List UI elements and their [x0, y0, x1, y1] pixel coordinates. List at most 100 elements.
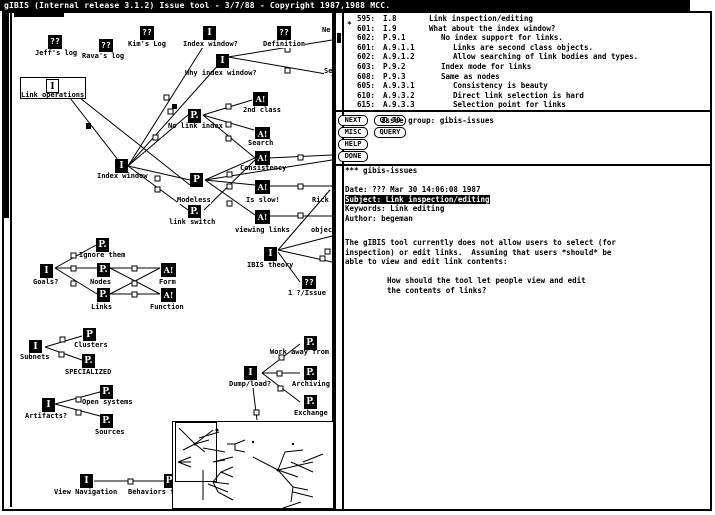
node-label: Jeff's log — [35, 49, 78, 57]
graph-node-work-away-from[interactable]: P. — [304, 336, 317, 350]
misc-button[interactable]: MISC — [338, 127, 368, 138]
graph-node-clusters[interactable]: P — [83, 328, 96, 342]
message-subject[interactable]: Subject: Link inspection/editing — [345, 194, 490, 205]
node-label: Definition — [263, 40, 306, 48]
graph-node-no-link-index[interactable]: P. — [188, 109, 201, 123]
graph-node-links[interactable]: P. — [97, 288, 110, 302]
message-date: Date: ??? Mar 30 14:06:08 1987 — [345, 185, 481, 194]
issue-type-code: I.9 — [383, 23, 397, 33]
graph-vertical-scrollbar[interactable] — [4, 13, 12, 507]
graph-node-is-slow[interactable]: A! — [255, 180, 270, 194]
done-button[interactable]: DONE — [338, 151, 368, 162]
issue-title: Link inspection/editing — [429, 14, 533, 23]
overview-navigator[interactable] — [172, 421, 334, 509]
graph-node-link-switch[interactable]: P. — [188, 205, 201, 219]
graph-node-goals[interactable]: I — [40, 264, 53, 278]
graph-node-behaviors[interactable]: P — [164, 474, 174, 488]
graph-node-specialized[interactable]: P. — [82, 354, 95, 368]
graph-node-kims-log[interactable]: ?? — [140, 26, 154, 40]
node-label: 2nd class — [243, 106, 281, 114]
graph-node-subnets[interactable]: I — [29, 340, 42, 354]
graph-node-modeless[interactable]: P — [190, 173, 203, 187]
graph-node-exchange[interactable]: P. — [304, 395, 317, 409]
graph-node-archiving[interactable]: P. — [304, 366, 317, 380]
edge — [204, 157, 256, 181]
message-body-line: inspection) or edit links. Assuming that… — [345, 247, 612, 257]
next-button[interactable]: NEXT — [338, 115, 368, 126]
node-label: Is slow! — [246, 196, 280, 204]
divider — [336, 110, 710, 112]
graph-node-viewing-links[interactable]: A! — [255, 210, 270, 224]
issue-title: Direct link selection is hard — [453, 90, 584, 100]
node-label: Goals? — [33, 278, 59, 286]
graph-node-link-operations[interactable]: I — [46, 79, 59, 93]
link-marker-filled — [86, 123, 91, 129]
node-label: Dump/load? — [229, 380, 272, 388]
graph-node-why-index-window[interactable]: I — [216, 54, 229, 68]
link-marker — [297, 212, 304, 219]
graph-node-sources[interactable]: P. — [100, 414, 113, 428]
node-label: IBIS theory — [247, 261, 294, 269]
graph-node-consistency[interactable]: A! — [255, 151, 270, 165]
graph-node-form[interactable]: A! — [161, 263, 176, 277]
graph-node-ignore-them[interactable]: P. — [96, 238, 109, 252]
issue-id: 595: — [357, 14, 376, 23]
graph-node-search[interactable]: A! — [255, 127, 270, 141]
node-label: Work away from — [270, 348, 330, 356]
link-marker — [131, 280, 138, 287]
control-panel: NEXT GO TO MISC QUERY HELP DONE Issue gr… — [336, 112, 708, 164]
node-label: Subnets — [20, 353, 50, 361]
graph-node-function[interactable]: A! — [161, 288, 176, 302]
graph-node-dump-load[interactable]: I — [244, 366, 257, 380]
go-to-button[interactable]: GO TO — [374, 115, 406, 126]
link-marker — [152, 134, 159, 141]
graph-node-open-systems[interactable]: P. — [100, 385, 113, 399]
graph-node-index-window[interactable]: I — [115, 159, 128, 173]
graph-node-definition[interactable]: ?? — [277, 26, 291, 40]
link-marker — [278, 354, 285, 361]
issue-list-scrollbar[interactable] — [336, 13, 344, 509]
issue-group-field[interactable]: Issue group: gibis-issues — [381, 116, 494, 125]
graph-horizontal-scrollbar[interactable] — [14, 13, 64, 17]
graph-node-ravas-log[interactable]: ?? — [99, 39, 113, 53]
edge — [127, 38, 209, 167]
link-operations-group-box[interactable] — [20, 77, 86, 99]
graph-node-ibis-theory[interactable]: I — [264, 247, 277, 261]
message-body-line: able to view and edit link contents: — [345, 257, 508, 266]
issue-group-label: Issue group: — [381, 116, 436, 125]
issue-title: Links are second class objects. — [453, 42, 593, 52]
message-viewer[interactable]: *** gibis-issues Date: ??? Mar 30 14:06:… — [345, 166, 708, 506]
graph-node-view-navigation[interactable]: I — [80, 474, 93, 488]
link-marker — [75, 409, 82, 416]
query-button[interactable]: QUERY — [374, 127, 406, 138]
graph-node-index-window-q[interactable]: I — [203, 26, 216, 40]
link-marker — [127, 478, 134, 485]
edge — [204, 159, 333, 181]
graph-node-jeffs-log[interactable]: ?? — [48, 35, 62, 49]
scrollbar-thumb[interactable] — [337, 33, 341, 43]
issue-group-value[interactable]: gibis-issues — [439, 116, 494, 125]
graph-node-artifacts[interactable]: I — [42, 398, 55, 412]
node-label: Nodes — [90, 278, 112, 286]
graph-node-2nd-class[interactable]: A! — [253, 92, 268, 106]
graph-node-nodes[interactable]: P. — [97, 263, 110, 277]
help-button[interactable]: HELP — [338, 139, 368, 150]
scrollbar-thumb[interactable] — [4, 13, 9, 218]
overview-viewport[interactable] — [175, 422, 217, 482]
issue-title: Selection point for links — [453, 100, 566, 110]
graph-node-issue-1[interactable]: ?? — [302, 276, 316, 290]
issue-id: 615: — [357, 100, 376, 110]
issue-tool-panel — [334, 11, 712, 511]
link-marker — [131, 265, 138, 272]
